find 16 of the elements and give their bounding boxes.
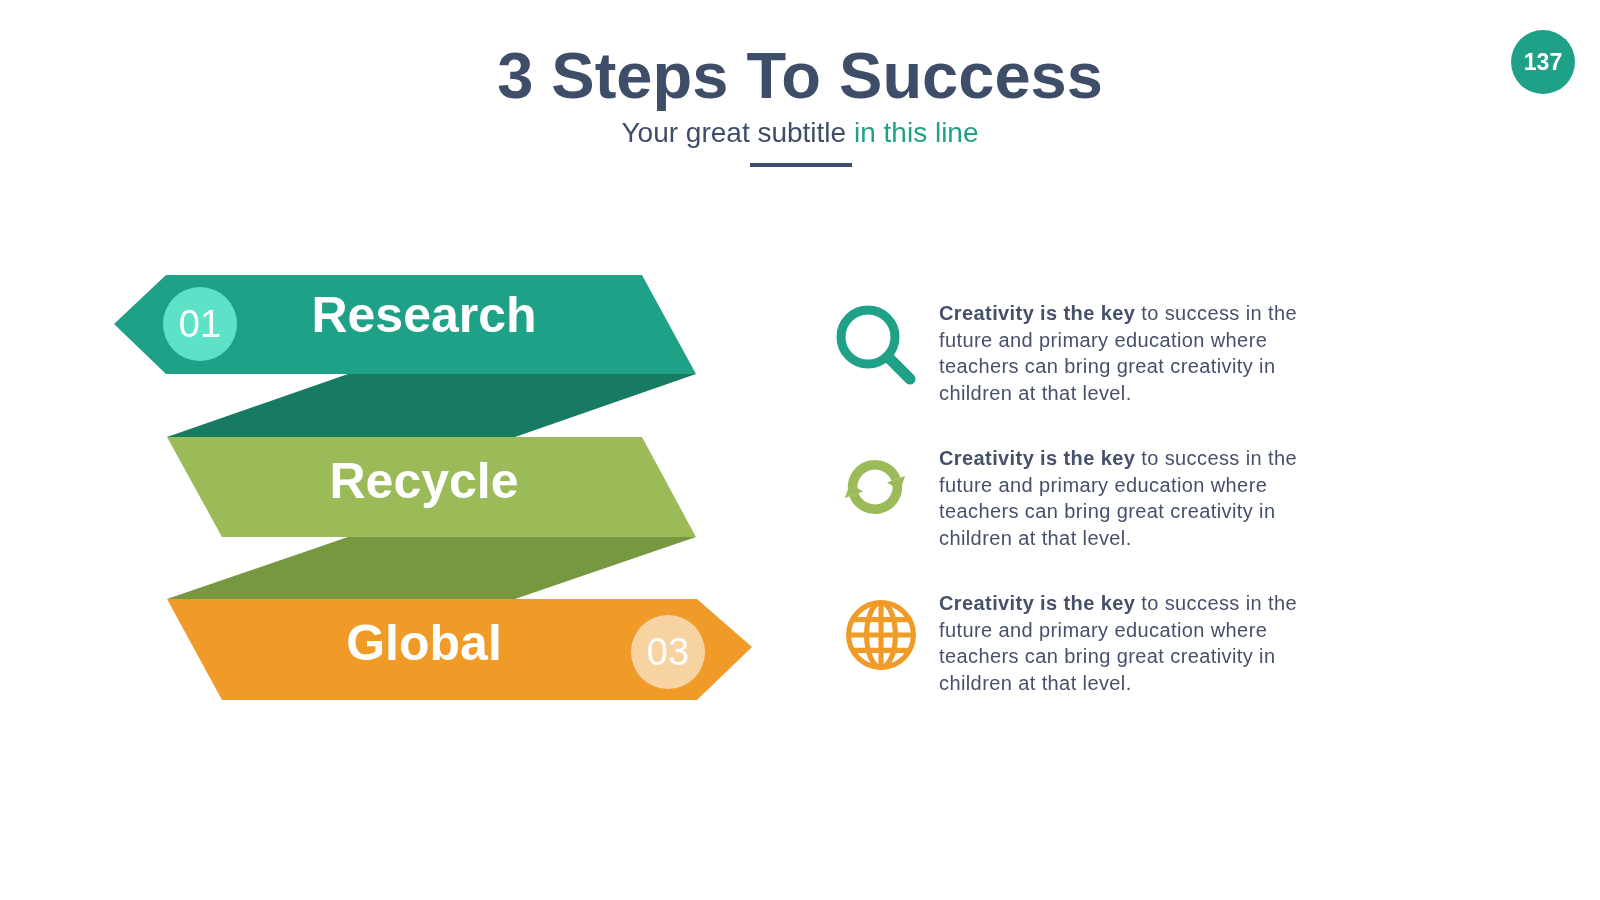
description-text: Creativity is the key to success in the future and primary education where teachers can bring great creativity in children at that level. [939, 301, 1298, 406]
step-number: 01 [178, 305, 222, 343]
page-number: 137 [1523, 50, 1563, 74]
ribbon-fold [167, 374, 696, 437]
subtitle-text: in this line [854, 119, 979, 147]
ribbon-fold [167, 537, 696, 599]
step-number: 03 [646, 633, 690, 671]
description-text: Creativity is the key to success in the future and primary education where teachers can bring great creativity in children at that level. [939, 446, 1298, 551]
ribbon-banner [167, 599, 752, 700]
description-text: Creativity is the key to success in the future and primary education where teachers can bring great creativity in children at that level. [939, 591, 1298, 696]
ribbon-banner [114, 275, 696, 374]
step-title: Recycle [329, 453, 519, 511]
ribbon-banner [167, 437, 696, 537]
subtitle-text: Your great subtitle [621, 119, 847, 147]
step-title: Research [311, 286, 537, 344]
step-title: Global [346, 614, 502, 672]
